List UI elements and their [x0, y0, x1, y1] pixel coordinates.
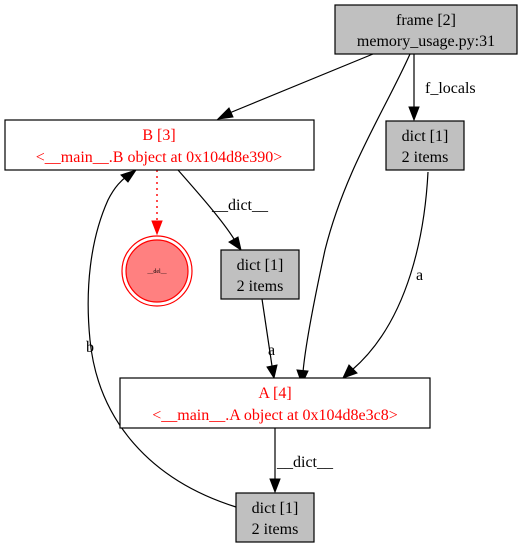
- node-object-b: B [3] <__main__.B object at 0x104d8e390>: [4, 119, 315, 171]
- node-dict-b-title: dict [1]: [237, 257, 284, 274]
- node-object-b-subtitle: <__main__.B object at 0x104d8e390>: [36, 149, 282, 166]
- edge-dict-a-to-b: [87, 169, 237, 508]
- node-dict-a: dict [1] 2 items: [235, 492, 315, 543]
- node-dict-a-title: dict [1]: [252, 500, 299, 517]
- edge-label-dict-from-b: __dict__: [211, 197, 269, 214]
- edge-b-to-dict-b: [177, 169, 242, 252]
- edge-label-b-from-dict-a: b: [86, 339, 94, 356]
- node-dict-b-subtitle: 2 items: [237, 278, 284, 295]
- node-object-a-subtitle: <__main__.A object at 0x104d8e3c8>: [152, 407, 398, 424]
- edge-label-a-from-dict-frame: a: [416, 267, 423, 284]
- node-dict-b: dict [1] 2 items: [220, 249, 300, 300]
- edge-frame-to-a: [296, 53, 411, 386]
- edge-dict-b-to-a: [261, 298, 278, 380]
- edge-dict-frame-to-a: [342, 171, 429, 379]
- node-frame-title: frame [2]: [396, 12, 456, 29]
- node-object-a: A [4] <__main__.A object at 0x104d8e3c8>: [119, 377, 431, 429]
- node-dict-frame: dict [1] 2 items: [385, 120, 465, 171]
- node-frame: frame [2] memory_usage.py:31: [334, 4, 518, 55]
- edge-b-to-del: [151, 170, 163, 236]
- node-dict-frame-title: dict [1]: [402, 128, 449, 145]
- edge-label-dict-from-a: __dict__: [276, 454, 334, 471]
- node-object-a-title: A [4]: [258, 385, 291, 402]
- edge-frame-to-b: [216, 53, 374, 120]
- node-frame-subtitle: memory_usage.py:31: [357, 33, 495, 50]
- edge-frame-to-dict-frame: [408, 54, 420, 122]
- edge-label-f-locals: f_locals: [425, 80, 476, 97]
- node-del-label: __del__: [146, 269, 167, 275]
- node-object-b-title: B [3]: [142, 127, 175, 144]
- edge-label-a-from-dict-b: a: [268, 342, 275, 359]
- node-dict-a-subtitle: 2 items: [252, 521, 299, 538]
- node-del: __del__: [121, 235, 193, 307]
- node-dict-frame-subtitle: 2 items: [402, 149, 449, 166]
- edge-a-to-dict-a: [269, 428, 281, 494]
